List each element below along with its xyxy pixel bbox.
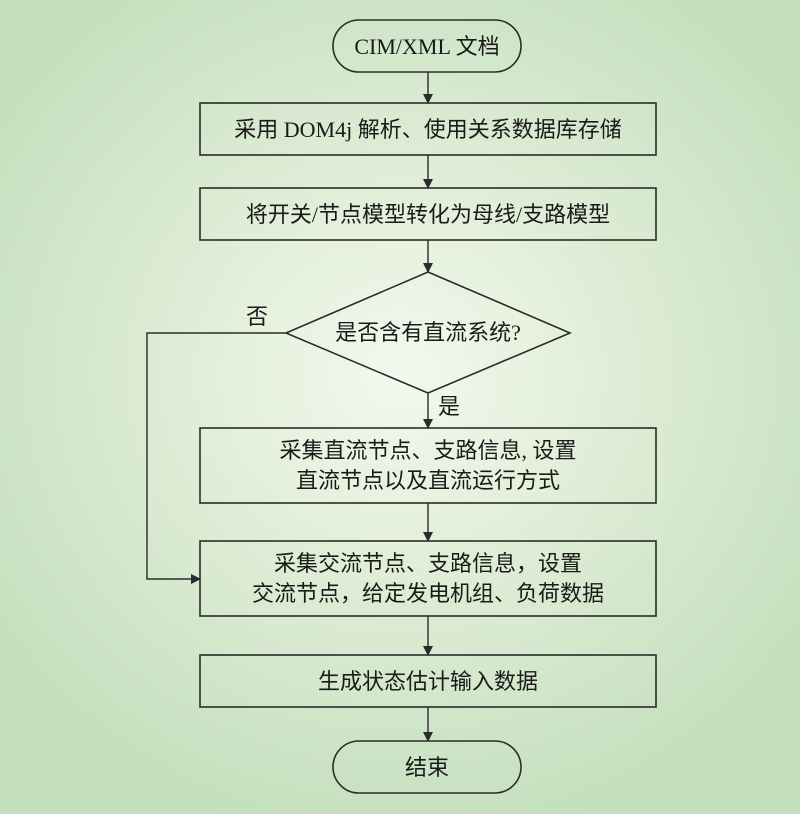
arrow-decision-no [146,332,286,584]
branch-yes-label: 是 [438,394,460,419]
start-label: CIM/XML 文档 [354,34,499,59]
end-label: 结束 [405,755,449,780]
process-generate-input-label: 生成状态估计输入数据 [318,669,538,694]
process-model-convert-label: 将开关/节点模型转化为母线/支路模型 [246,202,610,227]
process-dc-collect-line2: 直流节点以及直流运行方式 [296,468,560,493]
process-dc-collect-line1: 采集直流节点、支路信息, 设置 [279,438,576,463]
process-parse-store-label: 采用 DOM4j 解析、使用关系数据库存储 [234,117,621,142]
branch-no-label: 否 [246,304,268,329]
start-terminal [332,19,522,73]
decision-dc-system-label: 是否含有直流系统? [335,320,521,345]
process-ac-collect-line1: 采集交流节点、支路信息，设置 [274,551,582,576]
process-ac-collect-line2: 交流节点，给定发电机组、负荷数据 [252,581,604,606]
